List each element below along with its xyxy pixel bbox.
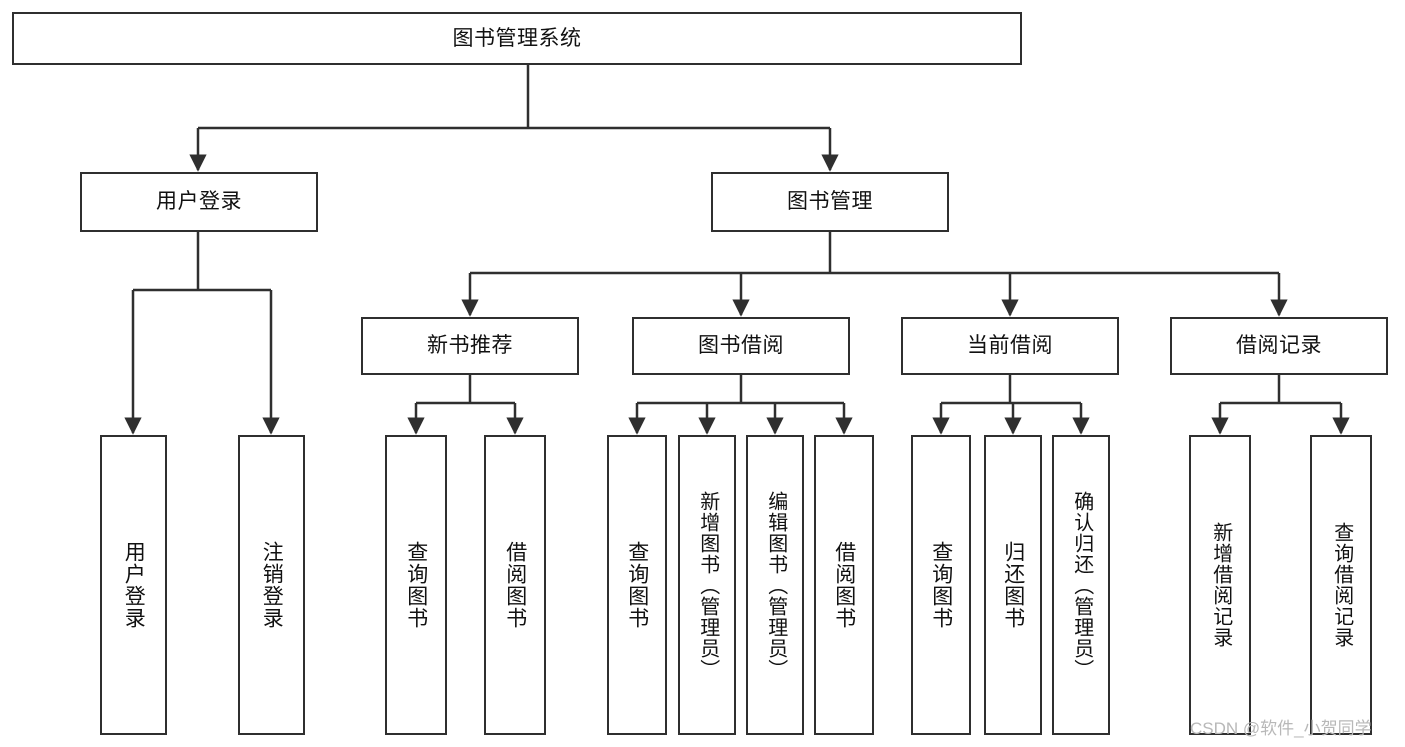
node-new-book-recommend[interactable]: 新书推荐 — [361, 317, 579, 375]
leaf-edit-book-admin-label: 编辑图书（管理员） — [764, 490, 787, 680]
leaf-add-book-admin-label: 新增图书（管理员） — [696, 490, 719, 680]
leaf-return-book[interactable]: 归还图书 — [984, 435, 1042, 735]
node-book-borrow-label: 图书借阅 — [698, 334, 784, 358]
leaf-add-borrow-record[interactable]: 新增借阅记录 — [1189, 435, 1251, 735]
node-root[interactable]: 图书管理系统 — [12, 12, 1022, 65]
leaf-user-logout[interactable]: 注销登录 — [238, 435, 305, 735]
node-new-book-recommend-label: 新书推荐 — [427, 334, 513, 358]
node-book-management[interactable]: 图书管理 — [711, 172, 949, 232]
node-book-borrow[interactable]: 图书借阅 — [632, 317, 850, 375]
leaf-confirm-return-admin[interactable]: 确认归还（管理员） — [1052, 435, 1110, 735]
leaf-add-borrow-record-label: 新增借阅记录 — [1209, 522, 1232, 648]
leaf-user-logout-label: 注销登录 — [260, 541, 284, 629]
leaf-query-book-borrow-label: 查询图书 — [625, 541, 649, 629]
leaf-query-book-current-label: 查询图书 — [929, 541, 953, 629]
leaf-query-book-recommend[interactable]: 查询图书 — [385, 435, 447, 735]
leaf-return-book-label: 归还图书 — [1001, 541, 1025, 629]
leaf-add-book-admin[interactable]: 新增图书（管理员） — [678, 435, 736, 735]
leaf-borrow-book[interactable]: 借阅图书 — [814, 435, 874, 735]
leaf-edit-book-admin[interactable]: 编辑图书（管理员） — [746, 435, 804, 735]
node-user-login-label: 用户登录 — [156, 190, 242, 214]
leaf-user-login[interactable]: 用户登录 — [100, 435, 167, 735]
node-current-borrow[interactable]: 当前借阅 — [901, 317, 1119, 375]
leaf-query-book-recommend-label: 查询图书 — [404, 541, 428, 629]
node-root-label: 图书管理系统 — [452, 26, 582, 50]
leaf-confirm-return-admin-label: 确认归还（管理员） — [1070, 490, 1093, 680]
leaf-user-login-label: 用户登录 — [122, 541, 146, 629]
node-book-management-label: 图书管理 — [787, 190, 873, 214]
leaf-query-borrow-record[interactable]: 查询借阅记录 — [1310, 435, 1372, 735]
leaf-borrow-book-label: 借阅图书 — [832, 541, 856, 629]
leaf-borrow-book-recommend[interactable]: 借阅图书 — [484, 435, 546, 735]
leaf-query-book-borrow[interactable]: 查询图书 — [607, 435, 667, 735]
csdn-watermark: CSDN @软件_小贺同学 — [1190, 719, 1372, 738]
leaf-query-book-current[interactable]: 查询图书 — [911, 435, 971, 735]
node-borrow-record[interactable]: 借阅记录 — [1170, 317, 1388, 375]
leaf-borrow-book-recommend-label: 借阅图书 — [503, 541, 527, 629]
node-user-login[interactable]: 用户登录 — [80, 172, 318, 232]
node-borrow-record-label: 借阅记录 — [1236, 334, 1322, 358]
node-current-borrow-label: 当前借阅 — [967, 334, 1053, 358]
leaf-query-borrow-record-label: 查询借阅记录 — [1330, 522, 1353, 648]
